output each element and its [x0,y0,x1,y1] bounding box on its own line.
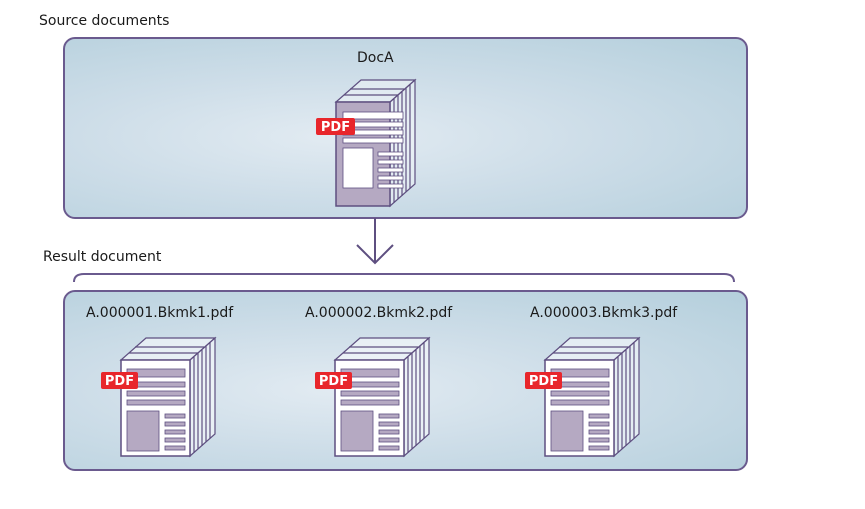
pdf-document-icon: PDF [315,336,431,458]
pdf-badge: PDF [321,120,350,135]
arrow-down-icon [356,218,394,265]
result-document-heading: Result document [43,249,162,265]
result-doc-name: A.000002.Bkmk2.pdf [305,305,453,321]
pdf-badge: PDF [319,374,348,389]
result-doc-name: A.000001.Bkmk1.pdf [86,305,234,321]
pdf-badge: PDF [105,374,134,389]
result-bracket [73,273,735,283]
pdf-document-icon: PDF [101,336,217,458]
source-documents-heading: Source documents [39,13,170,29]
result-doc-name: A.000003.Bkmk3.pdf [530,305,678,321]
pdf-badge: PDF [529,374,558,389]
source-doc-name: DocA [357,50,394,66]
pdf-document-icon: PDF [316,78,417,208]
pdf-document-icon: PDF [525,336,641,458]
